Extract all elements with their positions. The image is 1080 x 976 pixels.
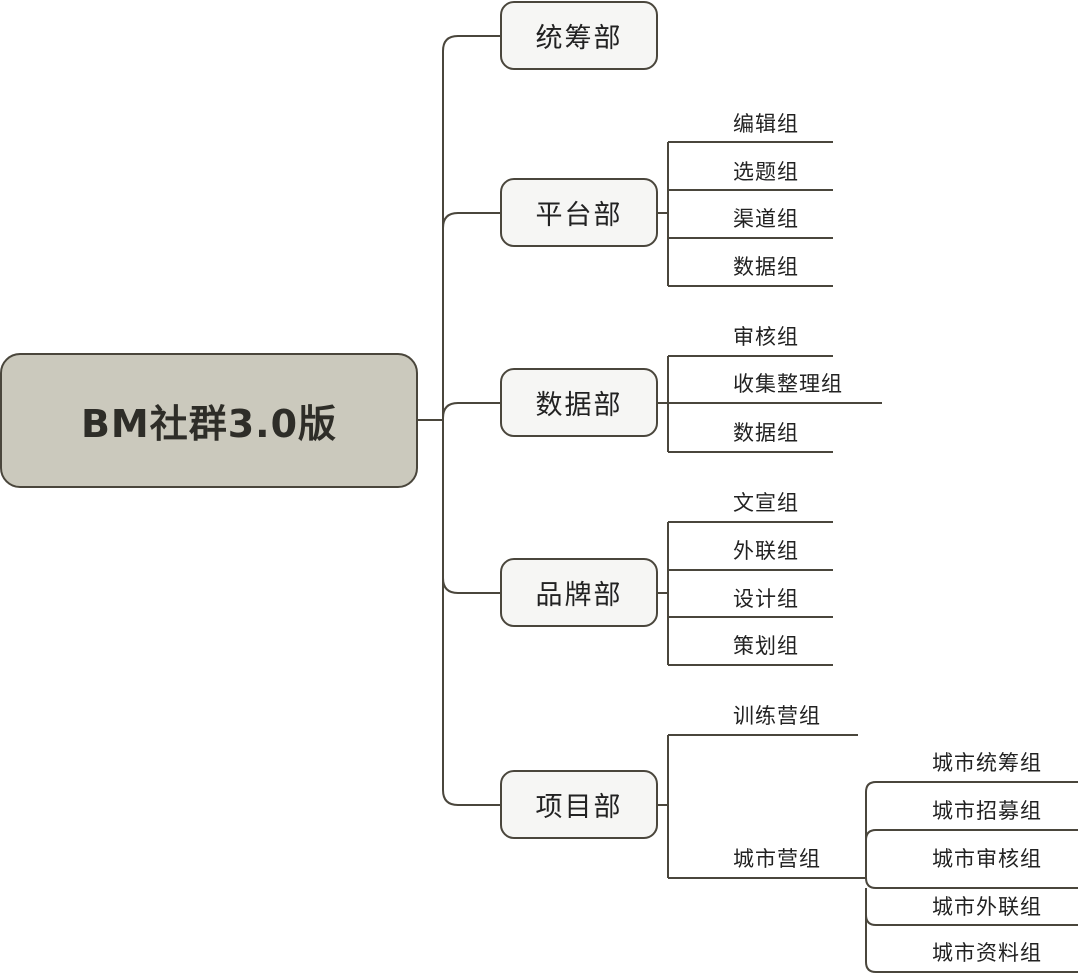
group-label: 策划组 xyxy=(733,634,799,658)
dept-pinpai: 品牌部 xyxy=(500,558,658,627)
dept-trunk xyxy=(442,35,500,806)
dept-pinpai-label: 品牌部 xyxy=(535,580,623,611)
group-label: 编辑组 xyxy=(733,112,799,136)
dept-pingtai: 平台部 xyxy=(500,178,658,247)
group-label: 城市营组 xyxy=(733,847,821,871)
subgroup-label: 城市统筹组 xyxy=(932,751,1042,775)
brand-trunk xyxy=(658,522,669,665)
group-label: 文宣组 xyxy=(733,491,799,515)
group-label: 训练营组 xyxy=(733,704,821,728)
subgroup-label: 城市招募组 xyxy=(932,799,1042,823)
dept-shuju-label: 数据部 xyxy=(535,390,623,421)
project-trunk xyxy=(658,735,669,878)
branch-data xyxy=(442,402,500,419)
subgroup-label: 城市外联组 xyxy=(932,895,1042,919)
group-label: 选题组 xyxy=(733,160,799,184)
branch-platform xyxy=(442,212,500,229)
dept-tongchou-label: 统筹部 xyxy=(535,23,623,54)
group-label: 数据组 xyxy=(733,255,799,279)
data-trunk xyxy=(658,356,882,452)
city-subgroup-brackets xyxy=(865,781,1078,889)
dept-pingtai-label: 平台部 xyxy=(535,200,623,231)
platform-trunk xyxy=(658,142,669,286)
root-label: BM社群3.0版 xyxy=(80,402,338,446)
group-label: 收集整理组 xyxy=(733,372,843,396)
dept-xiangmu-label: 项目部 xyxy=(535,792,623,823)
group-label: 数据组 xyxy=(733,421,799,445)
branch-brand xyxy=(442,577,500,594)
root-node: BM社群3.0版 xyxy=(0,353,418,488)
group-label: 审核组 xyxy=(733,325,799,349)
group-label: 设计组 xyxy=(733,587,799,611)
group-label: 渠道组 xyxy=(733,207,799,231)
subgroup-label: 城市审核组 xyxy=(932,847,1042,871)
group-label: 外联组 xyxy=(733,539,799,563)
subgroup-label: 城市资料组 xyxy=(932,941,1042,965)
dept-shuju: 数据部 xyxy=(500,368,658,437)
dept-xiangmu: 项目部 xyxy=(500,770,658,839)
dept-tongchou: 统筹部 xyxy=(500,1,658,70)
